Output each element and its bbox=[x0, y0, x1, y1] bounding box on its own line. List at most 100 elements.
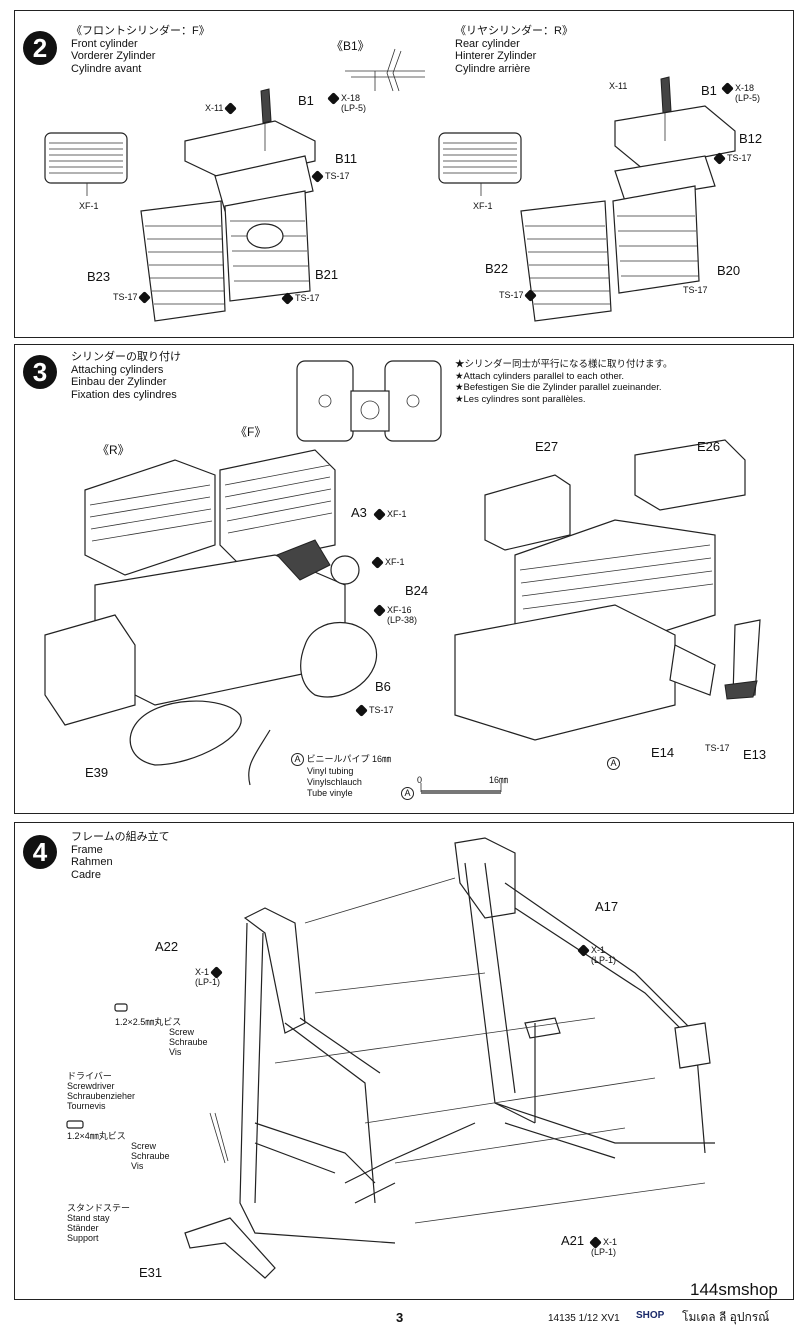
label-a22: A22 bbox=[155, 939, 179, 954]
title-de: Vorderer Zylinder bbox=[71, 50, 156, 62]
title-jp: 《フロントシリンダー：F》 bbox=[71, 25, 210, 37]
paint-code: XF-1 bbox=[385, 557, 405, 567]
label-a21: A21 bbox=[561, 1233, 585, 1248]
note-line: ★Les cylindres sont parallèles. bbox=[455, 393, 586, 405]
front-cylinder-title: 《フロントシリンダー：F》 Front cylinder Vorderer Zy… bbox=[71, 25, 210, 75]
frame-left-half bbox=[239, 907, 476, 1244]
paint-code: TS-17 bbox=[499, 290, 524, 300]
driver-fr: Tournevis bbox=[67, 1101, 106, 1111]
label-b6: B6 bbox=[375, 679, 391, 694]
rear-cylinder bbox=[520, 76, 736, 322]
parallel-cylinders-inset bbox=[296, 360, 442, 442]
step-2-panel: 2 《フロントシリンダー：F》 Front cylinder Vorderer … bbox=[14, 10, 794, 338]
label-b23: B23 bbox=[87, 269, 111, 284]
label-e31: E31 bbox=[139, 1265, 163, 1280]
label-b1-front: B1 bbox=[298, 93, 314, 108]
paint-code: TS-17 bbox=[295, 293, 320, 303]
paint-dot-icon bbox=[373, 508, 386, 521]
paint-ts17-f3: TS-17 bbox=[281, 292, 320, 305]
paint-dot-icon bbox=[311, 170, 324, 183]
label-text: B1 bbox=[298, 93, 314, 108]
label-e14: E14 bbox=[651, 745, 675, 760]
step-3-notes: ★シリンダー同士が平行になる様に取り付けます。 ★Attach cylinder… bbox=[455, 359, 673, 405]
paint-xf1-a: XF-1 bbox=[373, 508, 407, 521]
step-3-title: シリンダーの取り付け Attaching cylinders Einbau de… bbox=[71, 351, 181, 401]
title-en: Front cylinder bbox=[71, 37, 138, 50]
paint-code-lp: (LP-38) bbox=[387, 615, 418, 626]
screw-en: Screw bbox=[169, 1027, 195, 1037]
paint-ts17-b: TS-17 bbox=[705, 743, 730, 753]
screwdriver-shaft bbox=[209, 1112, 229, 1164]
label-e39: E39 bbox=[85, 765, 109, 780]
screw-de: Schraube bbox=[131, 1151, 170, 1161]
paint-dot-icon bbox=[281, 292, 294, 305]
paint-x18-front: X-18(LP-5) bbox=[327, 92, 367, 114]
paint-x1-c: X-1(LP-1) bbox=[589, 1236, 618, 1258]
title-jp: シリンダーの取り付け bbox=[71, 351, 181, 363]
label-b11: B11 bbox=[335, 151, 358, 166]
label-e27: E27 bbox=[535, 439, 559, 454]
paint-code: X-18 bbox=[735, 83, 755, 93]
driver-jp: ドライバー bbox=[67, 1071, 112, 1081]
engine-left bbox=[44, 449, 378, 786]
paint-dot-icon bbox=[138, 291, 151, 304]
title-en: Rear cylinder bbox=[455, 37, 520, 50]
paint-x11-rear: X-11 bbox=[609, 81, 627, 91]
paint-x18-rear: X-18(LP-5) bbox=[721, 82, 760, 103]
title-fr: Fixation des cylindres bbox=[71, 388, 177, 401]
paint-x1-b: X-1(LP-1) bbox=[577, 944, 616, 965]
paint-code: X-1 bbox=[195, 967, 210, 977]
scale-start: 0 bbox=[417, 775, 423, 785]
page-number: 3 bbox=[396, 1310, 404, 1325]
screw-4-icon bbox=[66, 1120, 84, 1129]
paint-code: TS-17 bbox=[325, 171, 350, 181]
label-b22: B22 bbox=[485, 261, 509, 276]
paint-x11-front: X-11 bbox=[205, 102, 238, 115]
label-b24: B24 bbox=[405, 583, 429, 598]
paint-dot-icon bbox=[524, 289, 537, 302]
front-cylinder bbox=[140, 88, 316, 322]
label-a17: A17 bbox=[595, 899, 619, 914]
paint-xf16: XF-16(LP-38) bbox=[373, 604, 418, 626]
paint-dot-icon bbox=[373, 604, 386, 617]
title-fr: Cadre bbox=[71, 868, 101, 881]
title-jp: フレームの組み立て bbox=[71, 831, 170, 843]
label-b12: B12 bbox=[739, 131, 763, 146]
shop-name: 144smshop bbox=[690, 1280, 778, 1299]
paint-dot-icon bbox=[721, 82, 734, 95]
label-b20: B20 bbox=[717, 263, 741, 278]
label-b1-rear: B1 bbox=[701, 83, 717, 98]
paint-dot-icon bbox=[355, 704, 368, 717]
screw-25-icon bbox=[114, 1003, 128, 1012]
rear-cylinder-title: 《リヤシリンダー：R》 Rear cylinder Hinterer Zylin… bbox=[455, 25, 573, 75]
paint-ts17-f2: TS-17 bbox=[113, 291, 152, 304]
paint-ts17-r1: TS-17 bbox=[713, 152, 752, 165]
cylinder-head-cover-r bbox=[438, 132, 522, 196]
paint-code-lp: (LP-1) bbox=[591, 1247, 617, 1258]
paint-code-lp: (LP-5) bbox=[341, 103, 367, 114]
stand-de: Ständer bbox=[67, 1223, 99, 1233]
paint-code: X-1 bbox=[603, 1237, 618, 1247]
screw-fr: Vis bbox=[131, 1161, 144, 1171]
title-de: Einbau der Zylinder bbox=[71, 376, 167, 388]
paint-dot-icon bbox=[371, 556, 384, 569]
paint-code: TS-17 bbox=[683, 285, 708, 295]
paint-ts17-r2: TS-17 bbox=[499, 289, 538, 302]
step-number: 4 bbox=[23, 835, 57, 869]
step-number: 3 bbox=[23, 355, 57, 389]
paint-dot-icon bbox=[577, 944, 590, 957]
paint-ts17-r3: TS-17 bbox=[683, 285, 708, 295]
paint-code: XF-1 bbox=[387, 509, 407, 519]
circle-a-marker: A bbox=[291, 753, 304, 766]
paint-dot-icon bbox=[223, 102, 237, 115]
step-4-illustration bbox=[66, 837, 715, 1279]
tubing-jp: ビニールパイプ 16㎜ bbox=[306, 754, 392, 764]
shop-thai-text: โมเดล ลี อุปกรณ์ bbox=[682, 1310, 770, 1324]
stand-fr: Support bbox=[67, 1233, 99, 1243]
screw-size: 1.2×4㎜丸ビス bbox=[67, 1131, 126, 1141]
note-line: ★Attach cylinders parallel to each other… bbox=[455, 370, 625, 382]
label-b21: B21 bbox=[315, 267, 339, 282]
step-3-panel: 3 シリンダーの取り付け Attaching cylinders Einbau … bbox=[14, 344, 794, 814]
paint-code: X-11 bbox=[205, 103, 224, 113]
stand-jp: スタンドステー bbox=[67, 1203, 131, 1213]
